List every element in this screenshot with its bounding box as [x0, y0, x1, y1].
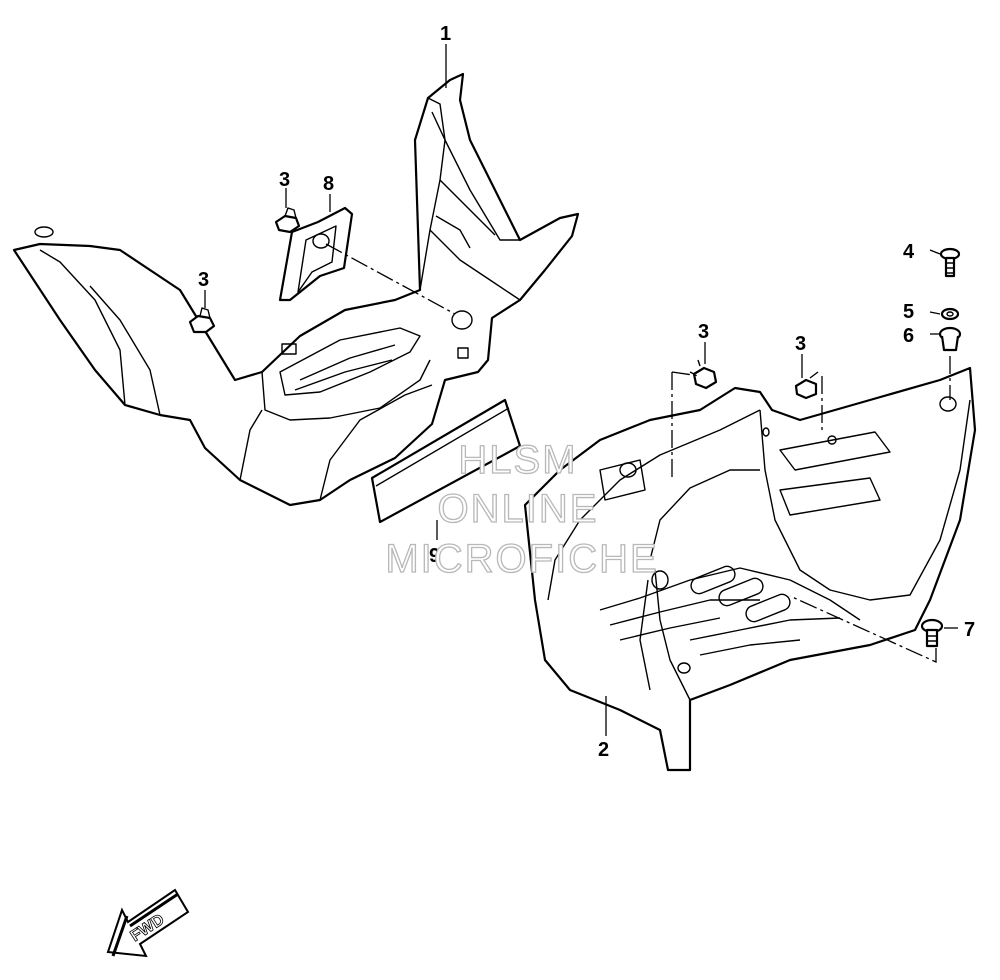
callout-labels: 1 3 8 3 3 3 4 5 6 7 9 2: [198, 23, 975, 761]
callout-5: 5: [903, 301, 914, 323]
part-2-right-footrest: [523, 366, 977, 772]
leader-lines: [204, 44, 958, 736]
part-8-bracket: [278, 206, 354, 302]
callout-8: 8: [323, 173, 334, 195]
fwd-arrow: FWD: [106, 888, 190, 958]
callout-7: 7: [964, 619, 975, 641]
clip-3-right: [794, 371, 819, 400]
callout-3: 3: [795, 333, 806, 355]
part-9-pad: [370, 398, 522, 524]
callout-3: 3: [279, 169, 290, 191]
clip-3-mid: [689, 359, 718, 390]
fwd-arrow-icon: [106, 888, 190, 958]
callout-9: 9: [429, 545, 440, 567]
callout-1: 1: [440, 23, 451, 45]
grommet-6: [938, 326, 962, 352]
callout-2: 2: [598, 739, 609, 761]
watermark-line-3: MICROFICHE: [385, 537, 658, 581]
callout-3: 3: [198, 269, 209, 291]
assembly-lines: [325, 243, 951, 664]
watermark-line-1: HLSM: [458, 438, 577, 482]
watermark-line-2: ONLINE: [438, 487, 599, 531]
bolt-7: [920, 618, 944, 648]
screw-4: [939, 247, 961, 278]
clip-3-upper: [274, 207, 301, 234]
watermark: HLSM ONLINE MICROFICHE: [385, 437, 658, 581]
washer-5: [940, 307, 960, 321]
callout-4: 4: [903, 241, 915, 263]
clip-3-left: [188, 307, 216, 334]
callout-3: 3: [698, 321, 709, 343]
callout-6: 6: [903, 325, 914, 347]
part-1-left-footrest: [12, 72, 580, 507]
